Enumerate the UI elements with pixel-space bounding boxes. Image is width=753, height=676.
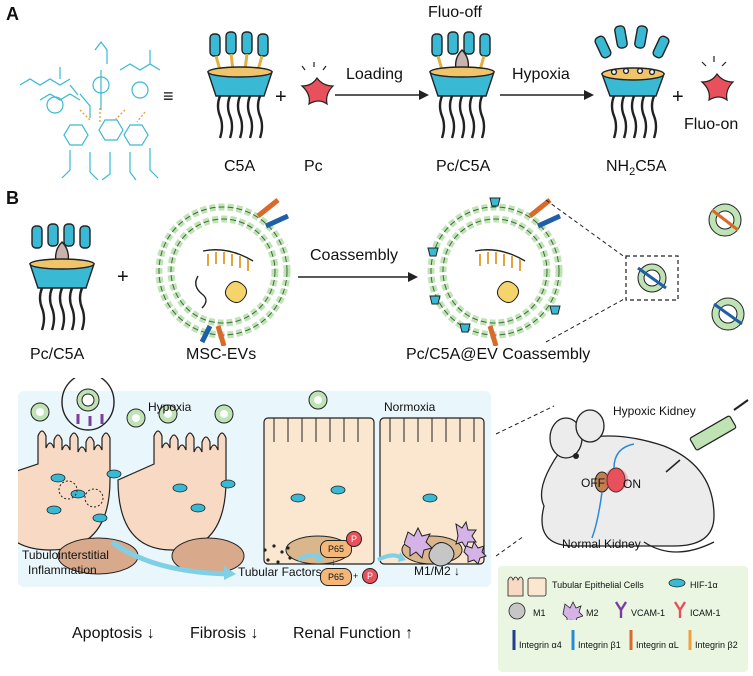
- outcome-fibrosis: Fibrosis ↓: [190, 625, 259, 642]
- hypoxia-label-c: Hypoxia: [148, 400, 192, 414]
- coassembly-label: Coassembly: [310, 247, 399, 264]
- pc-c5a-icon: [429, 31, 495, 139]
- ib2-legend-icon: [688, 630, 692, 650]
- hypoxic-kidney-label: Hypoxic Kidney: [613, 404, 696, 418]
- c5a-icon: [207, 31, 273, 139]
- nh2c5a-label-tail: C5A: [635, 158, 667, 175]
- macrophages-icon: [404, 520, 487, 567]
- legend-tec: Tubular Epithelial Cells: [552, 580, 644, 590]
- legend-icam: ICAM-1: [690, 608, 721, 618]
- fluo-on-label: Fluo-on: [684, 116, 739, 133]
- legend-ia4: Integrin α4: [519, 640, 562, 650]
- p65-down-arrow: ↓: [331, 557, 336, 567]
- off-label: OFF: [581, 476, 605, 490]
- vcam-legend-icon: [614, 601, 628, 618]
- pc-c5a-label-b: Pc/C5A: [30, 346, 85, 363]
- tubular-cells-illustration: [18, 378, 485, 575]
- normal-kidney-label: Normal Kidney: [562, 537, 641, 551]
- plus-sign-a2: +: [672, 86, 684, 108]
- pc-dye-icon: [300, 62, 335, 106]
- nh2c5a-icon: [594, 25, 670, 139]
- nh2c5a-label-sub: 2: [629, 166, 636, 179]
- icam-legend-icon: [673, 601, 687, 618]
- pc-c5a-ev-coassembly-vesicle: [427, 197, 563, 346]
- legend-ib2: Integrin β2: [695, 640, 738, 650]
- plus-p: +: [353, 571, 359, 581]
- hypoxia-arrow: [500, 90, 594, 100]
- fibrosis-text: Fibrosis: [190, 625, 247, 642]
- normoxia-label: Normoxia: [384, 400, 436, 414]
- ia4-legend-icon: [512, 630, 516, 650]
- tubular-factors-dots: [263, 544, 292, 564]
- legend-ial: Integrin αL: [636, 640, 679, 650]
- mouse-kidney-illustration: [495, 399, 749, 557]
- released-pc-icon: [700, 56, 735, 102]
- legend-m1: M1: [533, 608, 546, 618]
- nh2c5a-label: NH2C5A: [606, 158, 666, 178]
- m1-legend-icon: [508, 602, 526, 620]
- plus-sign-b: +: [117, 266, 129, 288]
- legend-ib1: Integrin β1: [578, 640, 621, 650]
- legend-hif: HIF-1α: [690, 580, 718, 590]
- on-label: ON: [623, 477, 641, 491]
- tec-legend-icon: [507, 576, 547, 597]
- pc-c5a-icon-b: [29, 223, 95, 331]
- pc-c5a-label: Pc/C5A: [436, 158, 491, 175]
- inflammation-arrow: [110, 540, 236, 580]
- apoptosis-text: Apoptosis: [72, 625, 143, 642]
- fluo-off-label: Fluo-off: [428, 4, 482, 21]
- loading-label: Loading: [346, 66, 403, 83]
- p65-top: P65: [320, 540, 352, 558]
- nh2c5a-label-main: NH: [606, 158, 630, 175]
- factors-to-p65-arrow: [296, 552, 324, 562]
- inflammation-label: Inflammation: [28, 563, 97, 577]
- hypoxia-label-a: Hypoxia: [512, 66, 570, 83]
- phospho-top: P: [346, 531, 362, 547]
- panel-a-letter: A: [6, 4, 19, 24]
- zoom-inset: [545, 199, 745, 343]
- outcome-renal-function: Renal Function ↑: [293, 625, 414, 642]
- ial-legend-icon: [629, 630, 633, 650]
- tubulointerstitial-label: Tubulointerstitial: [22, 548, 109, 562]
- m1m2-label: M1/M2 ↓: [414, 564, 461, 578]
- pc-label: Pc: [304, 158, 323, 175]
- coassembly-label-result: Pc/C5A@EV Coassembly: [406, 346, 591, 363]
- c5a-label: C5A: [224, 158, 256, 175]
- legend-vcam: VCAM-1: [631, 608, 666, 618]
- plus-sign-a1: +: [275, 86, 287, 108]
- msc-ev-vesicle: [155, 198, 291, 346]
- equivalence-sign: ≡: [163, 86, 174, 106]
- loading-arrow: [335, 90, 429, 100]
- hif-legend-icon: [668, 578, 686, 588]
- p65-to-macrophage-arrow: [377, 552, 406, 562]
- legend-m2: M2: [586, 608, 599, 618]
- phospho-bottom: P: [362, 568, 378, 584]
- ib1-legend-icon: [571, 630, 575, 650]
- outcome-apoptosis: Apoptosis ↓: [72, 625, 155, 642]
- m2-legend-icon: [562, 601, 583, 620]
- tubular-factors-label: Tubular Factors: [238, 565, 322, 579]
- msc-evs-label: MSC-EVs: [186, 346, 257, 363]
- coassembly-arrow: [298, 272, 418, 282]
- panel-b-letter: B: [6, 188, 19, 208]
- p65-bottom: P65: [320, 568, 352, 586]
- m1m2-text: M1/M2: [414, 564, 451, 578]
- c5a-chemical-structure: [19, 41, 161, 181]
- renal-function-text: Renal Function: [293, 625, 401, 642]
